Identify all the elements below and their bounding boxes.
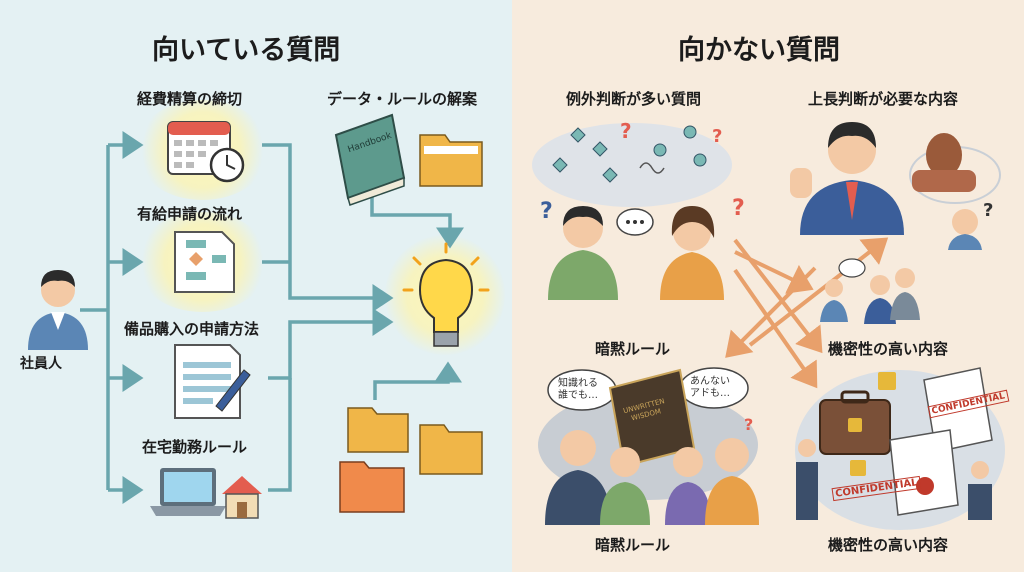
whispering-people: ?: [545, 415, 759, 525]
meeting-people: [820, 258, 920, 324]
exception-thought-cloud: ? ? ? ?: [532, 119, 745, 224]
left-title: 向いている質問: [152, 35, 341, 66]
employee-connectors: [80, 131, 464, 504]
ellipsis-bubble: [616, 208, 654, 236]
employee-label: 社員人: [20, 356, 62, 372]
svg-text:?: ?: [983, 200, 993, 221]
form-pen-icon: [174, 344, 251, 419]
item-label-tacit: 暗黙ルール: [595, 340, 671, 358]
lightbulb-icon: [402, 242, 490, 347]
crossing-arrows: [725, 237, 889, 389]
item-label-expense: 経費精算の締切: [137, 90, 243, 108]
item-label-exception: 例外判断が多い質問: [566, 90, 702, 108]
item-label-leave: 有給申請の流れ: [137, 205, 243, 223]
svg-text:?: ?: [712, 126, 722, 147]
folder-icons: [339, 134, 483, 513]
svg-text:?: ?: [620, 119, 632, 143]
confidential-scene: [795, 367, 1005, 530]
bottom-label-tacit: 暗黙ルール: [595, 536, 671, 554]
manager-person: [790, 122, 904, 235]
laptop-house-icon: [150, 468, 262, 519]
right-title: 向かない質問: [678, 35, 840, 66]
svg-text:?: ?: [732, 196, 745, 221]
employee-person-icon: [28, 270, 88, 350]
discussing-people: [548, 206, 724, 300]
item-label-remote: 在宅勤務ルール: [142, 438, 248, 456]
bubble-text-left: 知識れる 誰でも…: [558, 378, 598, 401]
unwritten-wisdom-book: [608, 368, 696, 468]
svg-text:?: ?: [540, 199, 553, 224]
item-label-manager: 上長判断が必要な内容: [808, 90, 959, 108]
flowchart-document-icon: [174, 231, 235, 293]
data-rules-label: データ・ルールの解案: [327, 90, 478, 108]
item-label-confidential: 機密性の高い内容: [828, 340, 949, 358]
svg-text:?: ?: [744, 415, 753, 434]
stamp-icon: ?: [909, 133, 1001, 250]
handbook-icon: [334, 113, 406, 206]
bottom-label-confidential: 機密性の高い内容: [828, 536, 949, 554]
bubble-text-right: あんない アドも…: [690, 376, 730, 399]
item-label-purchase: 備品購入の申請方法: [124, 320, 260, 338]
calendar-clock-icon: [167, 121, 245, 183]
